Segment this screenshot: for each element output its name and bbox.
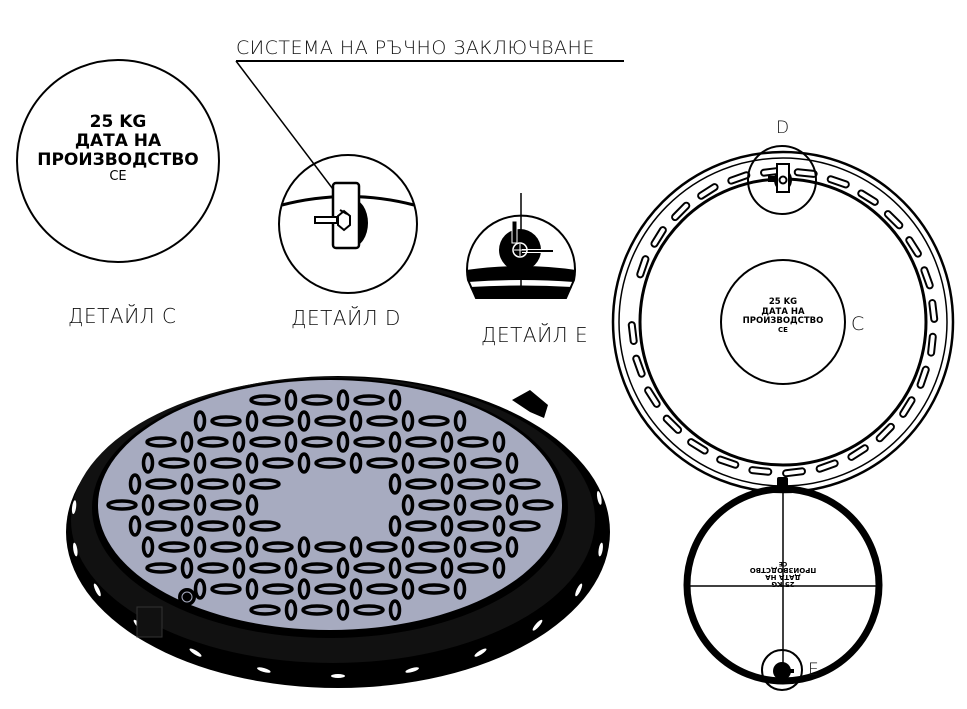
mirrored-marking: 25 KG ДАТА НА ПРОИЗВОДСТВО CE <box>750 560 817 588</box>
top-marking-line1: ДАТА НА <box>761 306 805 317</box>
detail-d-label: ДЕТАЙЛ D <box>291 306 401 330</box>
top-ce-mark-icon: CE <box>778 325 788 334</box>
svg-text:ПРОИЗВОДСТВО: ПРОИЗВОДСТВО <box>750 566 817 574</box>
svg-text:25 KG: 25 KG <box>771 580 795 588</box>
detail-e-label: ДЕТАЙЛ E <box>481 323 589 347</box>
marker-e: E <box>808 660 819 680</box>
ce-mark-icon: CE <box>109 169 127 185</box>
top-marking-line2: ПРОИЗВОДСТВО <box>742 316 824 327</box>
bottom-view-drawing: 25 KG ДАТА НА ПРОИЗВОДСТВО CE <box>683 477 883 691</box>
marker-c: C <box>851 313 865 335</box>
cover-3d-render <box>66 376 610 688</box>
top-view-marking: 25 KG ДАТА НА ПРОИЗВОДСТВО CE <box>723 297 843 334</box>
lock-system-callout: СИСТЕМА НА РЪЧНО ЗАКЛЮЧВАНЕ <box>236 37 595 59</box>
detail-c-label: ДЕТАЙЛ C <box>68 304 177 328</box>
detail-c-marking: 25 KG ДАТА НА ПРОИЗВОДСТВО CE <box>28 112 208 185</box>
svg-text:ДАТА НА: ДАТА НА <box>765 573 801 581</box>
top-view-drawing <box>611 145 955 494</box>
marking-weight: 25 KG <box>89 112 147 132</box>
callout-leader <box>235 60 346 206</box>
top-marking-weight: 25 KG <box>768 297 798 307</box>
marker-d: D <box>776 118 790 138</box>
marking-date-line1: ДАТА НА <box>74 131 162 152</box>
svg-text:CE: CE <box>779 560 788 567</box>
marking-date-line2: ПРОИЗВОДСТВО <box>37 150 199 171</box>
detail-c-circle <box>16 59 220 263</box>
detail-e-drawing <box>466 193 576 299</box>
detail-d-drawing <box>278 154 418 294</box>
